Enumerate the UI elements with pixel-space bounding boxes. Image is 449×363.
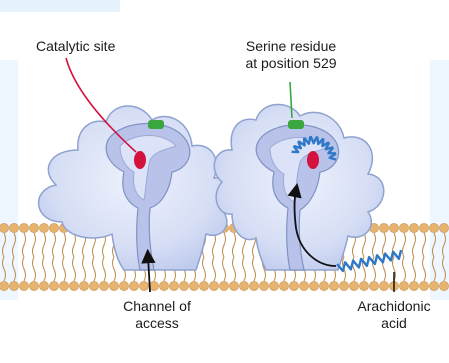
arachidonic-acid-label-line1: Arachidonic [348, 298, 440, 315]
channel-of-access-label-line2: access [112, 315, 202, 332]
catalytic-site-left [134, 151, 146, 169]
serine-residue-right [288, 120, 304, 129]
serine-residue-label-line1: Serine residue [236, 38, 346, 55]
serine-residue-left [148, 120, 164, 129]
channel-of-access-label-line1: Channel of [112, 298, 202, 315]
catalytic-site-right [307, 151, 319, 169]
background-tint [0, 0, 120, 12]
serine-residue-label-line2: at position 529 [236, 55, 346, 72]
catalytic-site-label: Catalytic site [36, 38, 115, 55]
arachidonic-acid-label-line2: acid [348, 315, 440, 332]
